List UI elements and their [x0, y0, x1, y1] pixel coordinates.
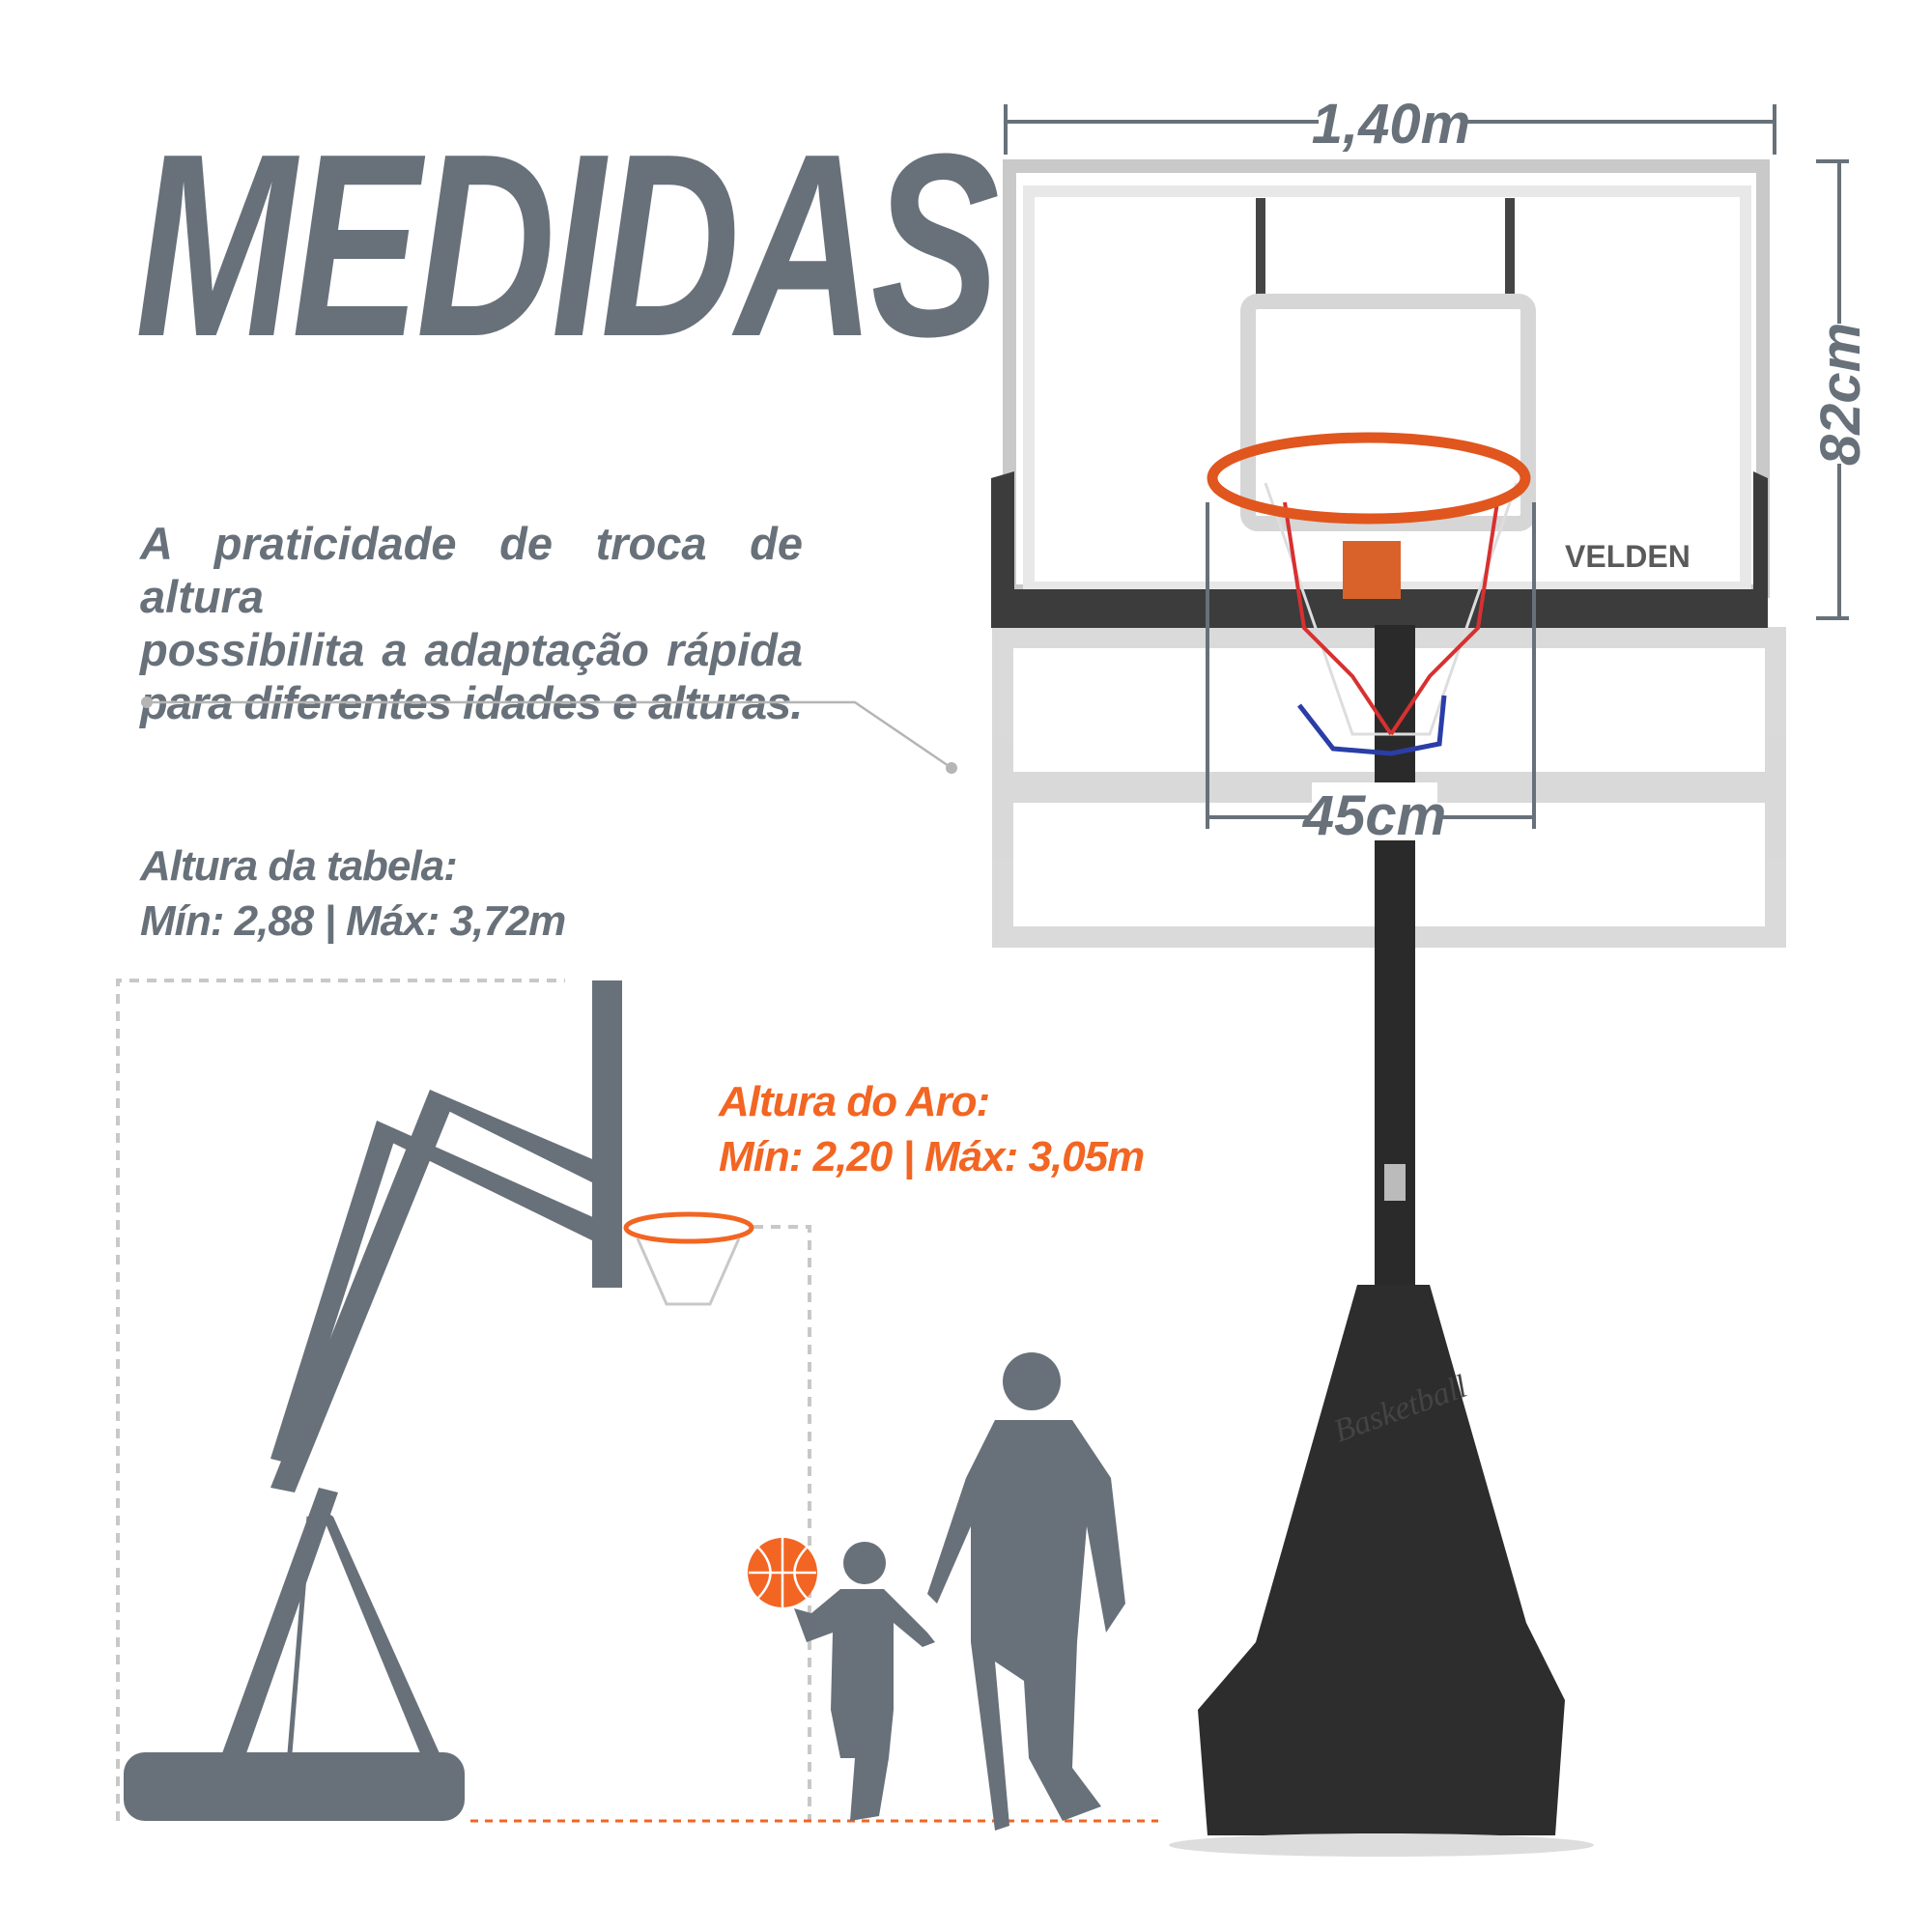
rim-diameter-label: 45cm — [1302, 784, 1446, 847]
brand-logo: VELDEN — [1565, 539, 1690, 574]
board-height-range: Mín: 2,88 | Máx: 3,72m — [140, 897, 566, 945]
width-label: 1,40m — [1312, 93, 1470, 156]
width-dimension: 1,40m — [1004, 93, 1776, 156]
page-title: MEDIDAS — [135, 100, 1000, 391]
rim-height-label: Altura do Aro: — [719, 1078, 990, 1125]
description-text: A praticidade de troca de altura possibi… — [140, 517, 803, 729]
description-line: para diferentes idades e alturas. — [140, 677, 803, 728]
height-dimension: 82cm — [1809, 159, 1872, 620]
rim-height-range: Mín: 2,20 | Máx: 3,05m — [719, 1133, 1145, 1180]
rim-and-net — [1207, 432, 1531, 756]
child-silhouette — [794, 1542, 935, 1821]
height-label: 82cm — [1809, 323, 1872, 466]
pole — [1375, 625, 1415, 1301]
board-height-info: Altura da tabela: Mín: 2,88 | Máx: 3,72m — [140, 838, 566, 949]
basketball-icon — [748, 1538, 817, 1607]
backboard: VELDEN — [991, 159, 1770, 628]
backboard-reflection — [992, 627, 1786, 948]
rim-diameter-dimension: 45cm — [1206, 502, 1536, 847]
description-line: possibilita a adaptação rápida — [140, 624, 803, 675]
rim-height-info: Altura do Aro: Mín: 2,20 | Máx: 3,05m — [719, 1074, 1145, 1184]
description-line: A praticidade de troca de altura — [140, 518, 803, 622]
base-embossed-text: Basketball — [1329, 1369, 1472, 1450]
adult-silhouette — [927, 1352, 1125, 1831]
board-height-label: Altura da tabela: — [140, 842, 458, 890]
base — [1198, 1285, 1565, 1835]
